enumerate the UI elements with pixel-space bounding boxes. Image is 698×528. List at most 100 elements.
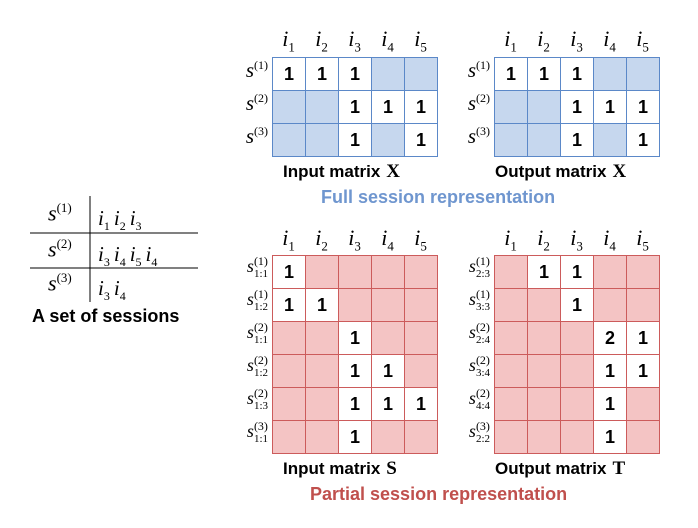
matrix-cell bbox=[372, 322, 405, 355]
matrix-cell bbox=[306, 388, 339, 421]
matrix-cell: 1 bbox=[594, 388, 627, 421]
column-header: i1 bbox=[282, 26, 295, 55]
matrix-cell: 1 bbox=[627, 124, 660, 157]
row-label: s(3)1:1 bbox=[246, 419, 268, 445]
row-label-subscript: 1:1 bbox=[253, 267, 268, 280]
row-label-subscript: 3:3 bbox=[475, 300, 490, 313]
row-label-superscript: (2) bbox=[254, 91, 268, 105]
matrix-cell: 1 bbox=[306, 289, 339, 322]
row-label-superscript: (1) bbox=[253, 254, 268, 268]
matrix-cell: 1 bbox=[339, 124, 372, 157]
matrix-cell bbox=[306, 421, 339, 454]
row-label-superscript: (2) bbox=[475, 353, 490, 367]
column-header-index: 1 bbox=[510, 39, 517, 55]
matrix-cell bbox=[528, 388, 561, 421]
row-label-subscript: 1:1 bbox=[253, 432, 268, 445]
session-item-index: 4 bbox=[151, 255, 158, 270]
matrix-cell bbox=[495, 124, 528, 157]
matrix-cell bbox=[306, 256, 339, 289]
column-header-index: 1 bbox=[288, 39, 295, 55]
matrix-cell: 1 bbox=[405, 388, 438, 421]
row-label: s(3)2:2 bbox=[468, 419, 490, 445]
partial-output-symbol: T bbox=[612, 458, 626, 479]
matrix-cell: 1 bbox=[273, 58, 306, 91]
matrix-cell: 1 bbox=[594, 421, 627, 454]
matrix-cell bbox=[627, 289, 660, 322]
matrix-cell: 1 bbox=[594, 91, 627, 124]
matrix-cell: 1 bbox=[405, 91, 438, 124]
matrix-cell: 1 bbox=[561, 256, 594, 289]
column-header-index: 2 bbox=[543, 39, 550, 55]
matrix-cell: 1 bbox=[339, 58, 372, 91]
row-label-superscript: (2) bbox=[253, 353, 268, 367]
matrix-cell bbox=[405, 322, 438, 355]
matrix-cell: 1 bbox=[627, 91, 660, 124]
matrix-cell bbox=[273, 388, 306, 421]
partial-section-title: Partial session representation bbox=[310, 484, 568, 504]
row-label: s(2)3:4 bbox=[468, 353, 490, 379]
matrix-cell bbox=[528, 322, 561, 355]
row-label-superscript: (1) bbox=[253, 287, 268, 301]
matrix-cell bbox=[372, 289, 405, 322]
matrix-cell bbox=[594, 58, 627, 91]
column-header-index: 4 bbox=[387, 39, 394, 55]
matrix-cell: 1 bbox=[273, 289, 306, 322]
matrix-cell: 2 bbox=[594, 322, 627, 355]
matrix-cell bbox=[405, 421, 438, 454]
sessions-caption: A set of sessions bbox=[32, 306, 180, 326]
matrix-cell: 1 bbox=[405, 124, 438, 157]
matrix-cell: 1 bbox=[528, 58, 561, 91]
matrix-cell bbox=[372, 58, 405, 91]
matrix-cell: 1 bbox=[528, 256, 561, 289]
matrix-cell bbox=[495, 388, 528, 421]
row-label-superscript: (2) bbox=[253, 386, 268, 400]
column-header-index: 1 bbox=[510, 238, 517, 254]
matrix-cell bbox=[306, 91, 339, 124]
column-header-index: 5 bbox=[420, 39, 427, 55]
row-label-superscript: (3) bbox=[253, 419, 268, 433]
row-label: s(2)1:2 bbox=[246, 353, 268, 379]
column-header-index: 2 bbox=[321, 39, 328, 55]
matrix-cell bbox=[561, 322, 594, 355]
row-label: s(1)1:1 bbox=[246, 254, 268, 280]
matrix-cell bbox=[594, 289, 627, 322]
row-label: s(1) bbox=[467, 58, 490, 82]
matrix-cell: 1 bbox=[561, 91, 594, 124]
row-label-superscript: (2) bbox=[475, 320, 490, 334]
column-header-index: 2 bbox=[321, 238, 328, 254]
matrix-cell bbox=[627, 58, 660, 91]
matrix-cell bbox=[495, 256, 528, 289]
session-item-index: 3 bbox=[103, 255, 110, 270]
session-item: i4 bbox=[113, 242, 126, 270]
matrix-cell bbox=[273, 355, 306, 388]
matrix-cell bbox=[372, 421, 405, 454]
matrix-cell bbox=[405, 256, 438, 289]
column-header: i3 bbox=[348, 26, 361, 55]
matrix-cell: 1 bbox=[273, 256, 306, 289]
row-label-subscript: 4:4 bbox=[475, 399, 490, 412]
matrix-cell bbox=[405, 289, 438, 322]
session-label: s(2) bbox=[48, 236, 72, 262]
matrix-cell: 1 bbox=[306, 58, 339, 91]
matrix-cell bbox=[495, 91, 528, 124]
matrix-cell bbox=[528, 91, 561, 124]
column-header: i5 bbox=[414, 225, 427, 254]
matrix-cell bbox=[528, 124, 561, 157]
full-input-symbol: X bbox=[386, 161, 401, 182]
matrix-cell bbox=[372, 256, 405, 289]
matrix-cell: 1 bbox=[561, 124, 594, 157]
row-label-subscript: 2:4 bbox=[475, 333, 490, 346]
matrix-cell bbox=[273, 421, 306, 454]
matrix-cell bbox=[561, 355, 594, 388]
column-header: i5 bbox=[636, 225, 649, 254]
matrix-cell bbox=[495, 289, 528, 322]
matrix-cell: 1 bbox=[339, 355, 372, 388]
column-header-index: 5 bbox=[642, 39, 649, 55]
matrix-cell: 1 bbox=[372, 355, 405, 388]
sessions-table-lines bbox=[30, 196, 198, 302]
session-item-index: 3 bbox=[135, 219, 142, 234]
matrix-cell bbox=[495, 421, 528, 454]
